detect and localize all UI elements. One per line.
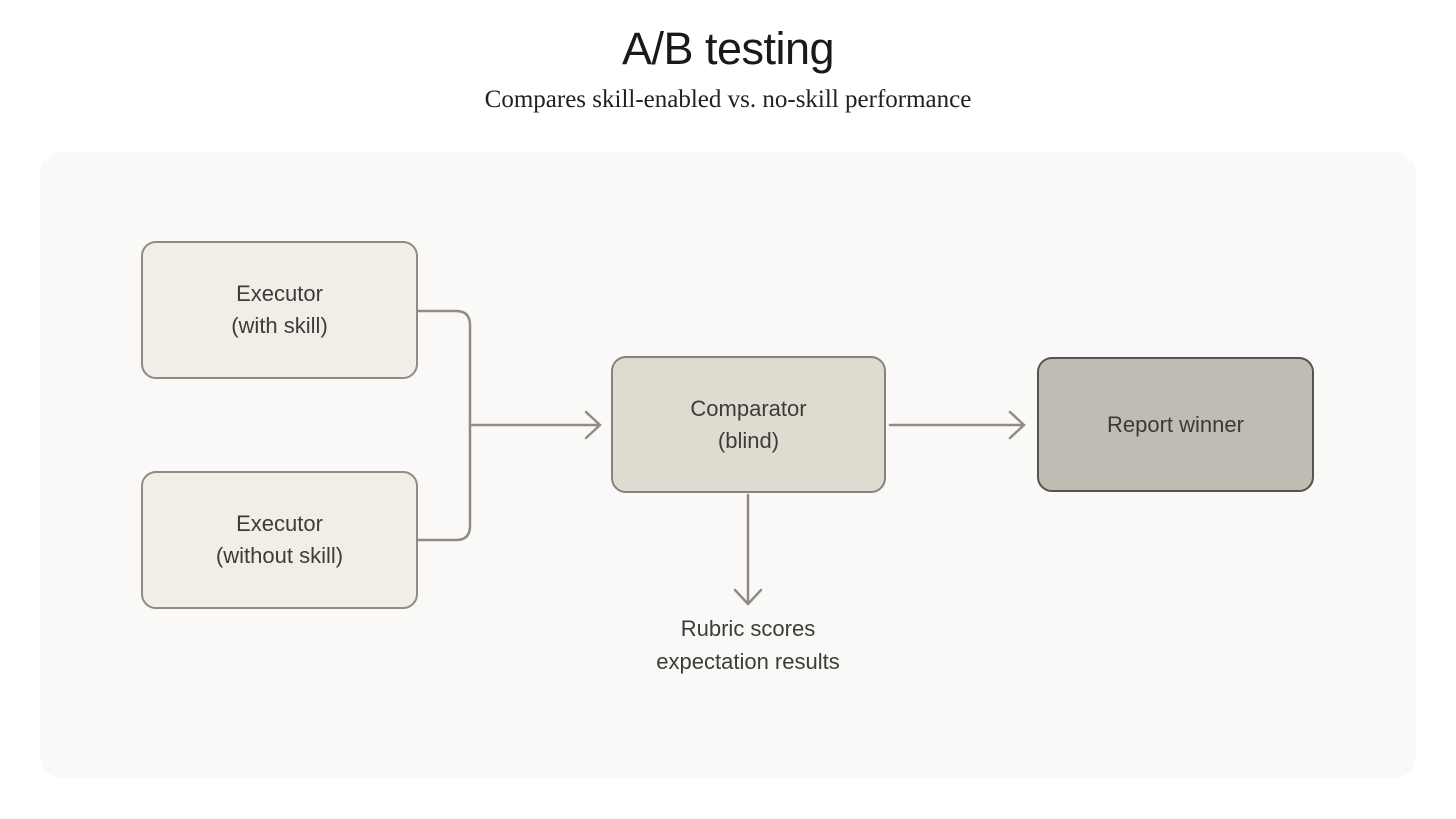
edge-executor-without-skill-to-comparator <box>416 423 472 542</box>
arrowhead-into-report-winner <box>1008 410 1026 440</box>
node-label: Executor (with skill) <box>231 281 328 338</box>
page-subtitle: Compares skill-enabled vs. no-skill perf… <box>484 86 972 113</box>
node-report-winner[interactable]: Report winner <box>1037 357 1314 492</box>
node-comparator[interactable]: Comparator (blind) <box>611 356 886 493</box>
header: A/B testing Compares skill-enabled vs. n… <box>0 0 1456 114</box>
node-label: Report winner <box>1107 411 1244 437</box>
node-label: Executor (without skill) <box>215 511 344 568</box>
node-executor-without-skill[interactable]: Executor (without skill) <box>141 471 418 609</box>
page-title: A/B testing <box>621 23 835 74</box>
arrowhead-into-rubric-output <box>733 588 763 606</box>
node-label: Comparator (blind) <box>690 395 807 453</box>
edge-executor-with-skill-to-comparator <box>416 309 472 427</box>
arrowhead-into-comparator <box>584 410 602 440</box>
node-executor-with-skill[interactable]: Executor (with skill) <box>141 241 418 379</box>
label-rubric-output: Rubric scores expectation results <box>656 616 840 674</box>
